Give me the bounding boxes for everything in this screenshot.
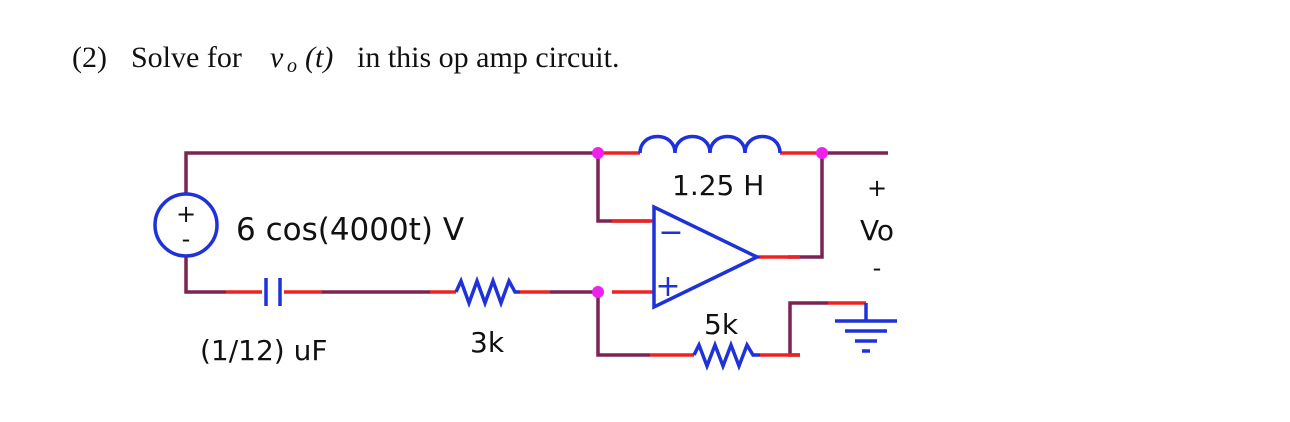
component-leads — [226, 151, 866, 357]
wire-5k-to-ground — [788, 301, 828, 357]
problem-variable-argument: (t) — [305, 41, 333, 74]
capacitor-icon — [264, 278, 282, 306]
node-inverting-feedback — [592, 147, 604, 159]
wire-top-left — [184, 151, 598, 200]
problem-variable: v — [270, 41, 284, 74]
inductor-label: 1.25 H — [672, 169, 764, 202]
op-amp-icon — [652, 204, 762, 310]
resistor-3k-label: 3k — [470, 326, 505, 359]
resistor-3k-icon — [454, 275, 520, 309]
voltage-source-icon — [153, 192, 219, 258]
wire-inverting-input — [596, 153, 650, 223]
nodes — [592, 147, 828, 298]
wire-opamp-output — [788, 153, 824, 259]
problem-number: (2) — [72, 41, 107, 74]
op-amp-noninverting-sign: + — [655, 269, 680, 304]
problem-statement: (2) Solve for v o (t) in this op amp cir… — [72, 41, 619, 77]
voltage-source-label: 6 cos(4000t) V — [236, 212, 464, 248]
node-noninverting — [592, 286, 604, 298]
voltage-source-plus: + — [176, 200, 196, 228]
output-label: Vo — [860, 214, 894, 247]
ground-icon — [835, 303, 897, 353]
inductor-icon — [638, 134, 782, 154]
problem-variable-subscript: o — [287, 55, 297, 77]
wires — [184, 151, 888, 357]
wire-source-bottom — [184, 255, 226, 294]
resistor-5k-label: 5k — [704, 308, 739, 341]
output-minus: - — [873, 254, 882, 282]
wire-node-to-5k — [596, 292, 650, 357]
problem-text-after: in this op amp circuit. — [357, 41, 619, 74]
voltage-source: + - — [153, 192, 219, 258]
voltage-source-minus: - — [182, 225, 191, 253]
problem-text-before: Solve for — [131, 41, 242, 74]
resistor-5k-icon — [692, 340, 760, 371]
capacitor-label: (1/12) uF — [200, 334, 327, 367]
node-output — [816, 147, 828, 159]
op-amp-inverting-sign: − — [658, 215, 683, 250]
output-plus: + — [867, 174, 887, 202]
